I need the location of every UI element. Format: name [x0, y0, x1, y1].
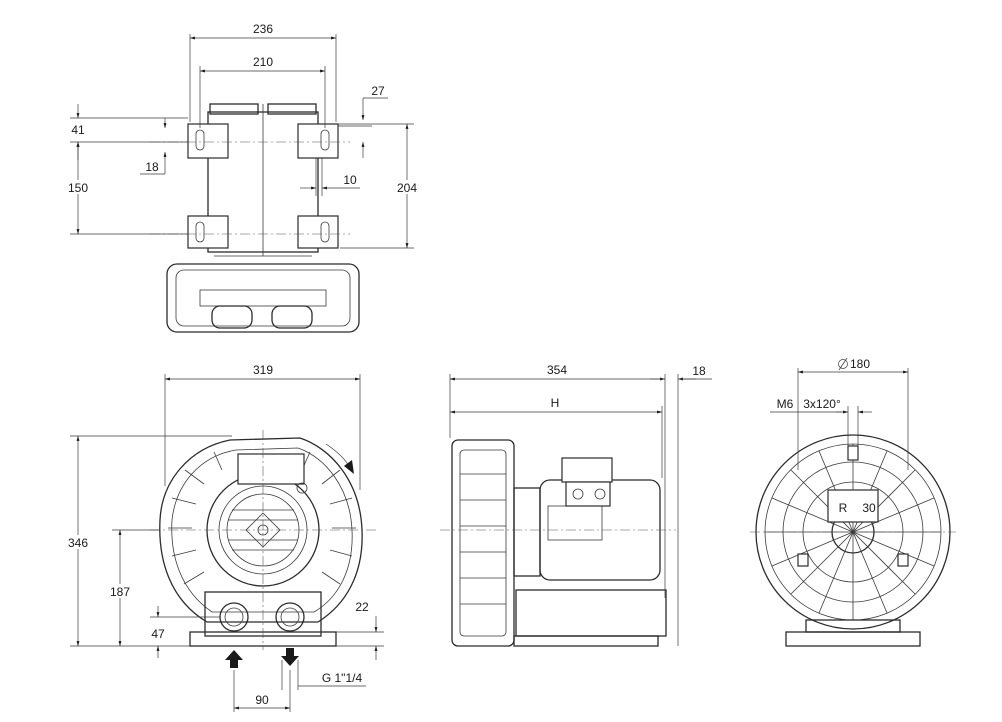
dim-top-27: 27 [338, 84, 388, 158]
dim-top-18: 18 [140, 118, 167, 175]
dim-rear-180: 180 [797, 357, 909, 470]
dim-top-204: 204 [338, 123, 420, 249]
dim-label-90: 90 [255, 693, 269, 707]
dim-label-10: 10 [343, 173, 357, 187]
dim-label-204: 204 [397, 181, 417, 195]
side-view: 354 H 18 [440, 363, 712, 647]
dim-label-18: 18 [145, 160, 159, 174]
dim-front-22: 22 [336, 600, 384, 660]
dim-label-187: 187 [110, 585, 130, 599]
dim-label-346: 346 [68, 536, 88, 550]
dim-label-thread: G 1"1/4 [322, 671, 363, 685]
dim-front-90: 90 [233, 670, 291, 712]
dim-front-319: 319 [164, 363, 361, 490]
dim-label-41: 41 [71, 123, 85, 137]
dim-label-18-side: 18 [692, 364, 706, 378]
dim-label-27: 27 [371, 84, 385, 98]
dim-side-18: 18 [650, 364, 712, 646]
dim-label-180: 180 [850, 357, 870, 371]
dim-top-150: 150 [66, 142, 188, 235]
dim-front-346: 346 [64, 435, 232, 647]
dim-label-236: 236 [253, 22, 273, 36]
dim-label-3x120: 3x120° [803, 397, 841, 411]
dim-top-210: 210 [199, 55, 326, 128]
dim-front-47: 47 [150, 606, 220, 658]
dim-top-41: 41 [70, 104, 188, 160]
dim-label-319: 319 [253, 363, 273, 377]
dim-front-thread: G 1"1/4 [281, 660, 366, 690]
rear-radius-value: 30 [862, 501, 876, 515]
dim-rear-thread: M6 3x120° [770, 397, 872, 446]
dim-label-h: H [551, 396, 560, 410]
dim-label-354: 354 [547, 363, 567, 377]
rear-view: R 30 180 M6 3x120° [750, 357, 956, 647]
dim-side-h: H [450, 396, 663, 478]
dim-label-150: 150 [68, 181, 88, 195]
dim-label-m6: M6 [777, 397, 794, 411]
dim-front-187: 187 [106, 529, 160, 646]
rear-radius-letter: R [839, 501, 848, 515]
dim-top-10: 10 [300, 158, 360, 196]
front-view: 319 346 187 47 22 [64, 363, 384, 712]
dim-label-210: 210 [253, 55, 273, 69]
dim-label-47: 47 [151, 627, 165, 641]
top-view: 236 210 27 41 [66, 22, 420, 333]
dim-side-354: 354 [449, 363, 666, 598]
dim-label-22: 22 [355, 600, 369, 614]
dim-top-236: 236 [189, 22, 337, 122]
